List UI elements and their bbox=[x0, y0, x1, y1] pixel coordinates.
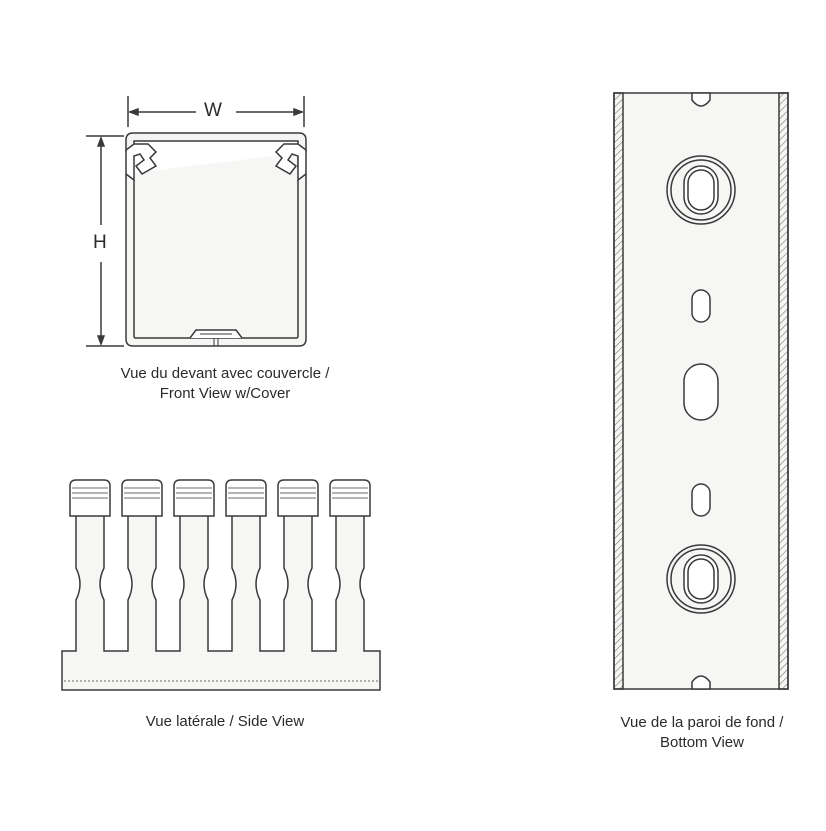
front-view-caption-line1: Vue du devant avec couvercle / bbox=[120, 365, 330, 382]
finger-tips bbox=[69, 479, 371, 517]
side-view-caption-text: Vue latérale / Side View bbox=[145, 713, 305, 730]
duct-body-outer bbox=[125, 151, 307, 347]
bottom-notch bbox=[691, 675, 711, 690]
bottom-view-caption-line2: Bottom View bbox=[660, 734, 744, 751]
width-label: W bbox=[204, 100, 222, 121]
mounting-hole-bottom bbox=[666, 544, 736, 614]
height-label: H bbox=[93, 232, 107, 253]
side-view-caption: Vue latérale / Side View bbox=[80, 712, 370, 732]
right-wall-hatch bbox=[778, 92, 789, 690]
small-slot-upper bbox=[691, 289, 711, 323]
bottom-view bbox=[613, 92, 789, 690]
side-view bbox=[61, 479, 381, 691]
right-cover-clip bbox=[274, 143, 307, 182]
side-view-base bbox=[61, 499, 381, 691]
front-view-caption-line2: Front View w/Cover bbox=[159, 385, 291, 402]
front-view-caption: Vue du devant avec couvercle / Front Vie… bbox=[80, 364, 370, 404]
width-dimension bbox=[127, 96, 305, 127]
large-slot-middle bbox=[683, 363, 719, 421]
left-wall-hatch bbox=[613, 92, 624, 690]
front-view bbox=[86, 96, 307, 347]
bottom-view-caption: Vue de la paroi de fond / Bottom View bbox=[580, 713, 824, 753]
small-slot-lower bbox=[691, 483, 711, 517]
mounting-hole-top bbox=[666, 155, 736, 225]
bottom-view-caption-line1: Vue de la paroi de fond / bbox=[620, 714, 784, 731]
left-cover-clip bbox=[125, 143, 158, 182]
height-dimension bbox=[86, 135, 124, 347]
top-notch bbox=[691, 92, 711, 107]
